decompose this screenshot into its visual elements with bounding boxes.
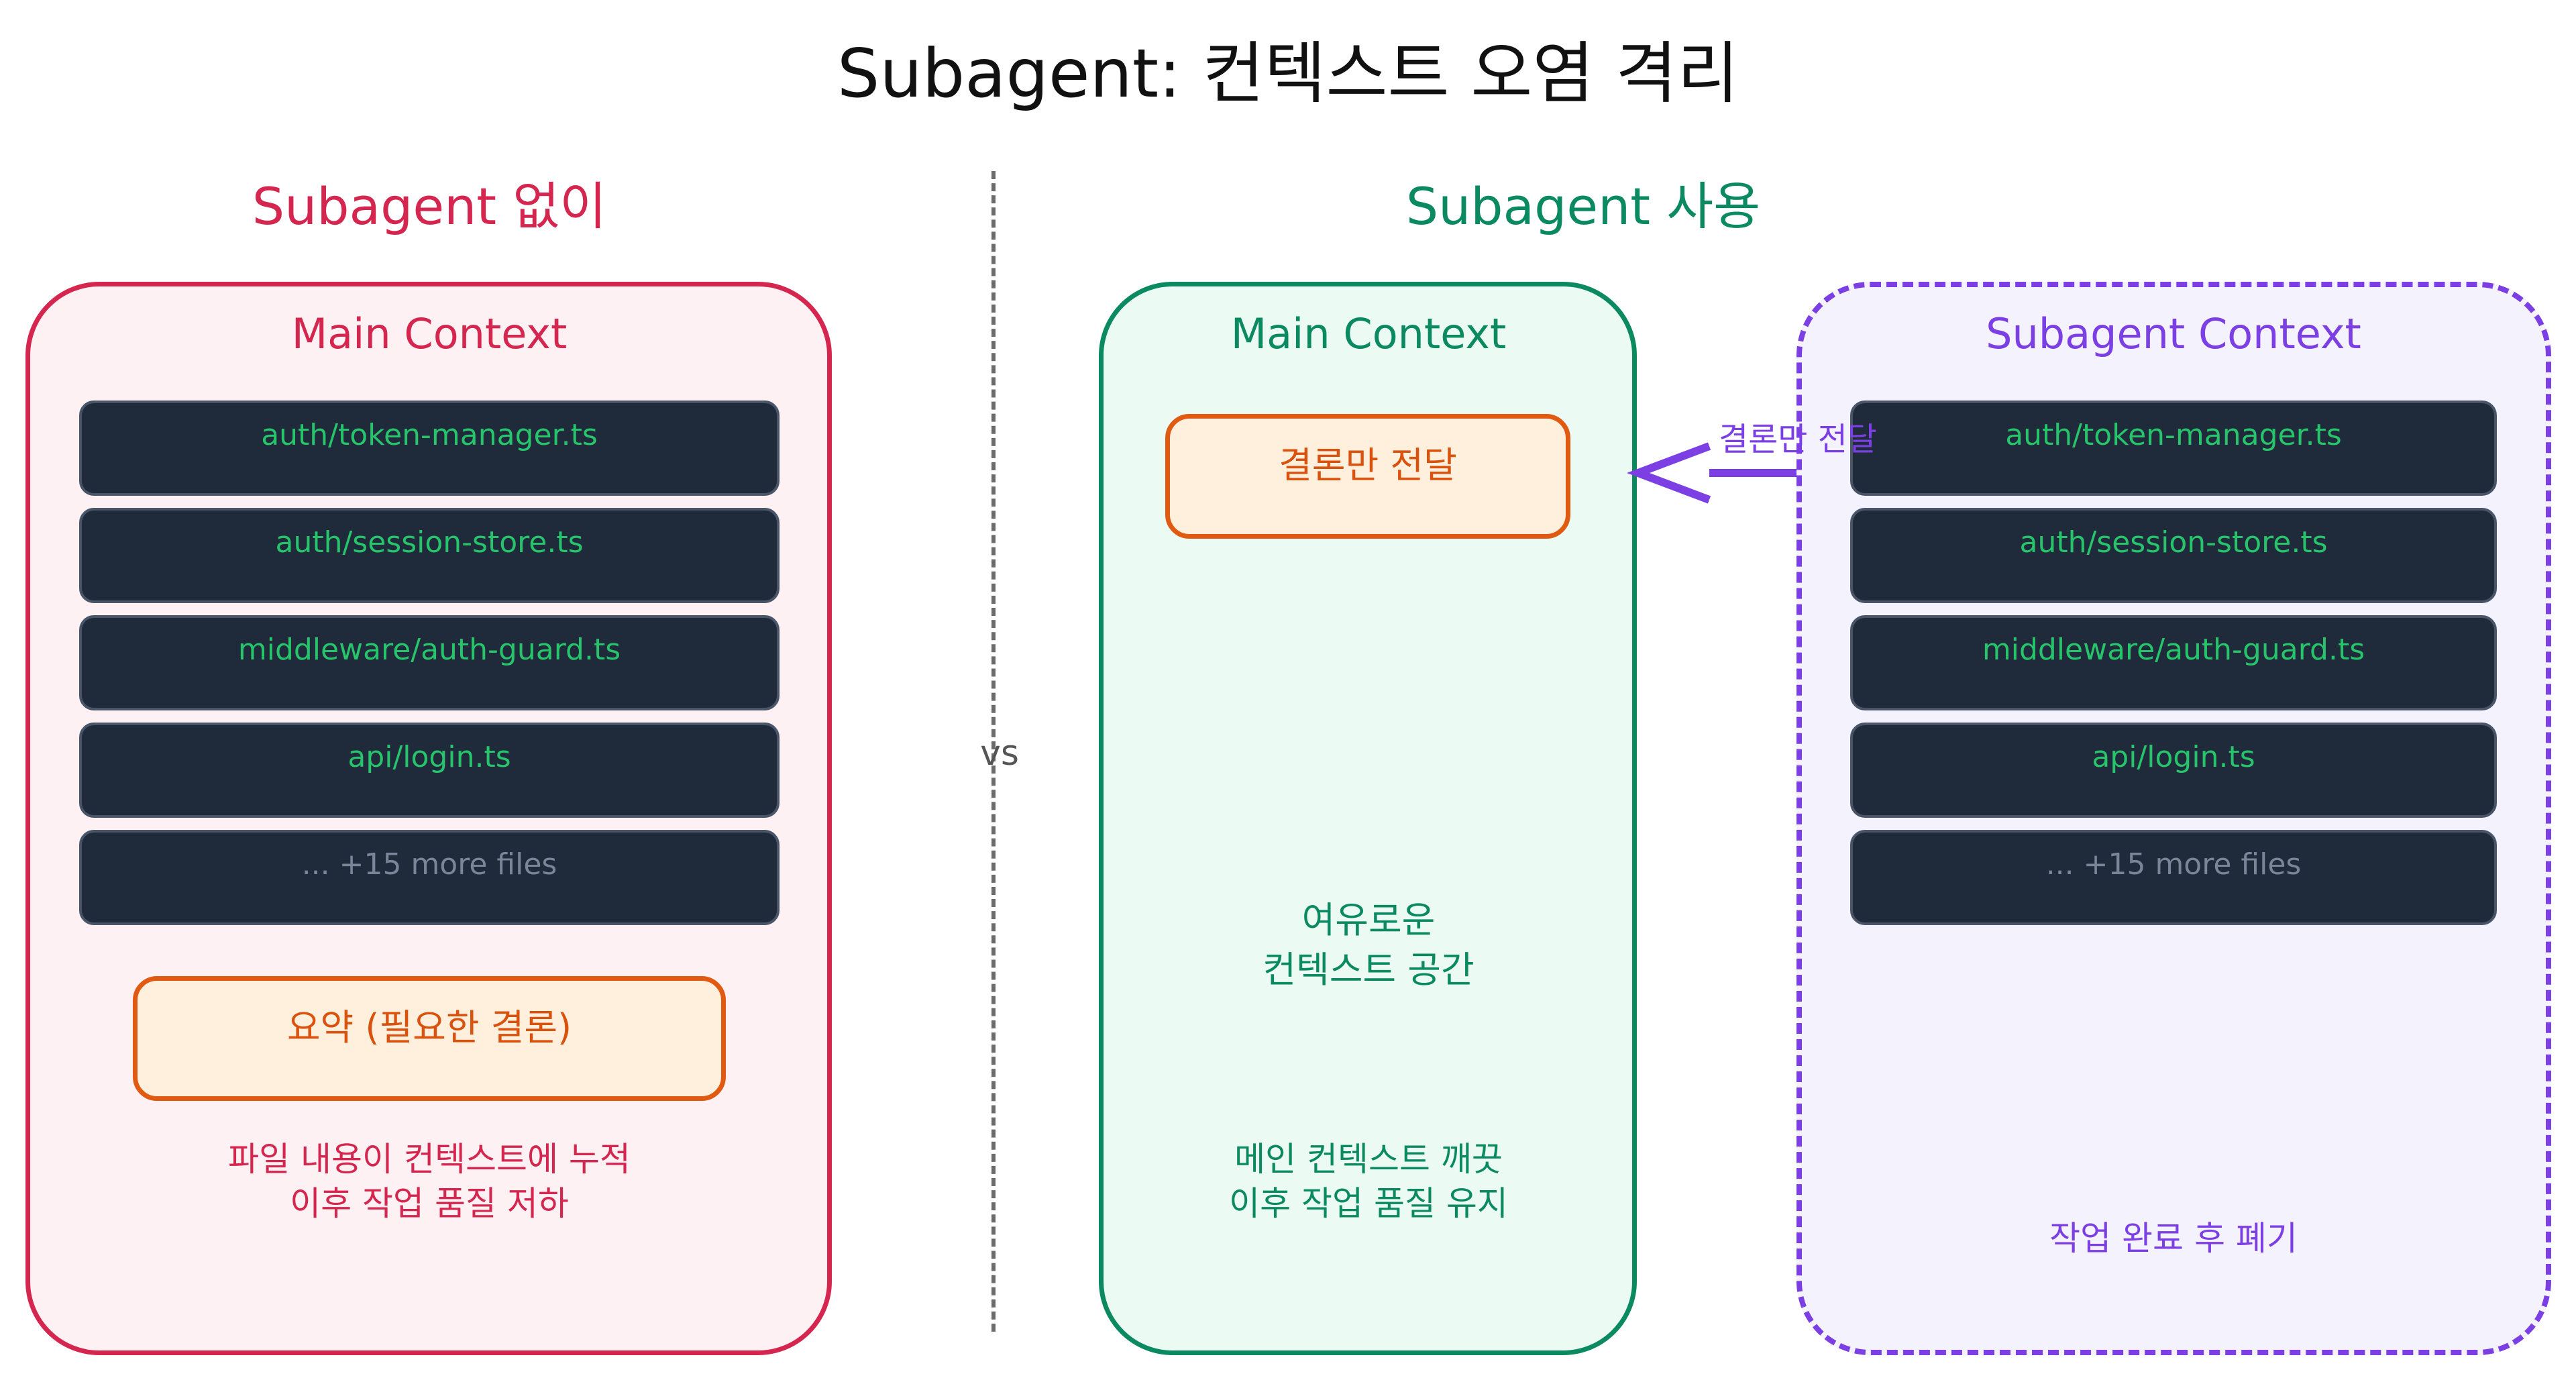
summary-box: 요약 (필요한 결론) (133, 976, 726, 1101)
left-file-card: middleware/auth-guard.ts (79, 615, 780, 710)
left-file-card: api/login.ts (79, 723, 780, 818)
subagent-panel-title: Subagent Context (1986, 309, 2361, 358)
left-panel-title: Main Context (291, 309, 568, 358)
right-note-line-1: 메인 컨텍스트 깨끗 (1234, 1140, 1503, 1179)
subagent-file-card: auth/token-manager.ts (1850, 401, 2497, 496)
left-more-files-card: ... +15 more files (79, 830, 780, 925)
result-only-box: 결론만 전달 (1165, 414, 1570, 539)
left-note-line-1: 파일 내용이 컨텍스트에 누적 (228, 1140, 631, 1179)
left-file-card: auth/token-manager.ts (79, 401, 780, 496)
free-space-line-1: 여유로운 (1301, 899, 1436, 941)
free-space-line-2: 컨텍스트 공간 (1263, 949, 1474, 991)
subagent-file-card: middleware/auth-guard.ts (1850, 615, 2497, 710)
section-divider (991, 171, 996, 1332)
left-note-line-2: 이후 작업 품질 저하 (290, 1184, 569, 1223)
right-note-line-2: 이후 작업 품질 유지 (1229, 1184, 1508, 1223)
left-file-card: auth/session-store.ts (79, 508, 780, 603)
diagram-title: Subagent: 컨텍스트 오염 격리 (837, 34, 1739, 113)
subagent-file-card: auth/session-store.ts (1850, 508, 2497, 603)
right-main-panel-title: Main Context (1230, 309, 1507, 358)
with-subagent-heading: Subagent 사용 (1405, 176, 1761, 236)
subagent-file-card: api/login.ts (1850, 723, 2497, 818)
without-subagent-heading: Subagent 없이 (252, 176, 607, 236)
vs-label: vs (980, 733, 1019, 774)
arrow-label: 결론만 전달 (1718, 421, 1878, 458)
subagent-discard-note: 작업 완료 후 폐기 (2049, 1219, 2298, 1258)
result-arrow (1627, 442, 1796, 504)
subagent-more-files-card: ... +15 more files (1850, 830, 2497, 925)
